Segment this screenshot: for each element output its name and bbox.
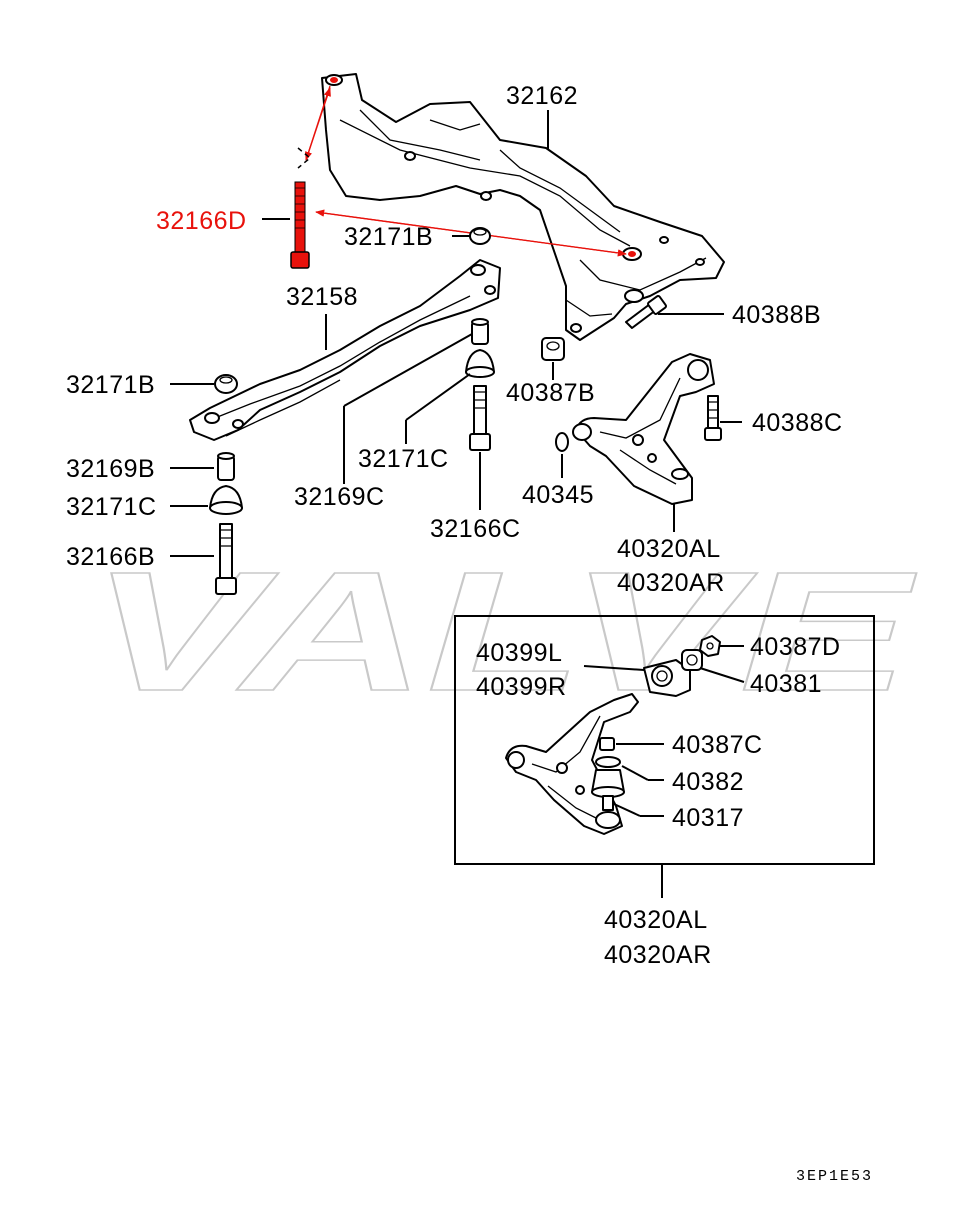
nut-40387C bbox=[599, 737, 615, 751]
washer-40345 bbox=[555, 432, 569, 452]
label-32171B-top: 32171B bbox=[344, 223, 433, 251]
label-40381: 40381 bbox=[750, 670, 822, 698]
bolt-40388C bbox=[704, 395, 722, 441]
label-32166D: 32166D bbox=[156, 207, 247, 235]
spacer-32169C bbox=[471, 318, 489, 345]
label-40382: 40382 bbox=[672, 768, 744, 796]
label-40320AL-top: 40320AL bbox=[617, 535, 721, 563]
spacer-32169B bbox=[217, 452, 235, 481]
bushing-32171B-left bbox=[214, 374, 238, 394]
bushing-40387B bbox=[541, 337, 565, 361]
bushing-32171C-left bbox=[209, 485, 243, 515]
diagram-code: 3EP1E53 bbox=[796, 1168, 873, 1185]
label-32166B: 32166B bbox=[66, 543, 155, 571]
bolt-hole-marker-front bbox=[330, 77, 338, 83]
crossmember-32162 bbox=[321, 73, 725, 341]
label-40320AR-top: 40320AR bbox=[617, 569, 725, 597]
label-32169C: 32169C bbox=[294, 483, 385, 511]
label-40388B: 40388B bbox=[732, 301, 821, 329]
label-32171C-left: 32171C bbox=[66, 493, 157, 521]
label-40320AL-bottom: 40320AL bbox=[604, 906, 708, 934]
label-40388C: 40388C bbox=[752, 409, 843, 437]
nut-40387D bbox=[699, 635, 721, 657]
label-40399L: 40399L bbox=[476, 639, 562, 667]
label-32166C: 32166C bbox=[430, 515, 521, 543]
bolt-hole-marker-rear bbox=[628, 251, 636, 257]
bolt-32166D bbox=[290, 181, 310, 269]
label-32158: 32158 bbox=[286, 283, 358, 311]
label-40387D: 40387D bbox=[750, 633, 841, 661]
label-40345: 40345 bbox=[522, 481, 594, 509]
bushing-32171B-top bbox=[469, 227, 491, 245]
label-32171C-mid: 32171C bbox=[358, 445, 449, 473]
label-32162: 32162 bbox=[506, 82, 578, 110]
crossmember-32158 bbox=[189, 259, 501, 441]
bushing-40399 bbox=[643, 659, 691, 697]
bolt-40388B bbox=[625, 295, 667, 329]
label-40317: 40317 bbox=[672, 804, 744, 832]
label-40320AR-bottom: 40320AR bbox=[604, 941, 712, 969]
label-32169B: 32169B bbox=[66, 455, 155, 483]
boot-40382 bbox=[591, 756, 625, 798]
bushing-32171C-mid bbox=[465, 349, 495, 378]
detail-inset-box bbox=[454, 615, 875, 865]
bolt-32166B bbox=[215, 523, 237, 595]
label-40387B: 40387B bbox=[506, 379, 595, 407]
ball-joint-40317 bbox=[602, 795, 614, 811]
bolt-32166C bbox=[469, 385, 491, 451]
lower-arm-40320A-upper bbox=[572, 353, 715, 505]
leader-lines bbox=[170, 110, 745, 898]
label-40399R: 40399R bbox=[476, 673, 567, 701]
collar-40381 bbox=[681, 649, 703, 671]
label-32171B-left: 32171B bbox=[66, 371, 155, 399]
label-40387C: 40387C bbox=[672, 731, 763, 759]
